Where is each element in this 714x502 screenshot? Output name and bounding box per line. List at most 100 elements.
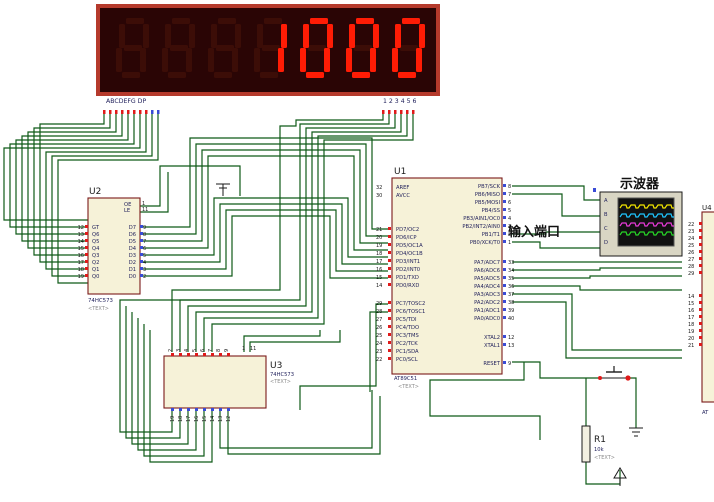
u1-left-pin-num: 18: [376, 251, 382, 257]
u3-bottom-pin-dot: [187, 408, 190, 411]
u1-right-pin-label: RESET: [483, 361, 500, 367]
oscilloscope-traces: [619, 204, 674, 236]
u2-left-pin-num: 12: [78, 225, 84, 231]
u1-right-pin-dot: [503, 200, 506, 203]
u2-left-pin-dot: [85, 253, 88, 256]
u3-top-pin-dot: [179, 353, 182, 356]
u4-sub: AT: [702, 410, 709, 416]
u2-left-pin-num: 17: [78, 260, 84, 266]
u1-right-pin-dot: [503, 361, 506, 364]
u1-left-pin-label: PC5/TDI: [396, 317, 417, 323]
u1-left-pin-num: 28: [376, 309, 382, 315]
u1-left-pin-label: PD7/OC2: [396, 227, 419, 233]
segment-g: [216, 45, 234, 51]
u4-pin-num-a: 25: [688, 243, 694, 249]
wires: [3, 114, 682, 485]
u1-right-pin-num: 9: [508, 361, 511, 367]
u2-right-pin-dot: [140, 260, 143, 263]
u1-right-pin-num: 33: [508, 260, 514, 266]
u1-sub: <TEXT>: [398, 384, 419, 390]
u1-right-pin-num: 39: [508, 308, 514, 314]
u2-right-pin-dot: [140, 232, 143, 235]
segment-a: [218, 18, 236, 24]
u3-bottom-pin-dot: [227, 408, 230, 411]
r1-body: [581, 425, 591, 463]
segment-b: [281, 24, 287, 48]
u1-right-pin-label: PA7/ADC7: [474, 260, 500, 266]
u2-right-pin-label: D0: [129, 274, 136, 280]
u1-left-pin-dot: [388, 235, 391, 238]
u1-left-pin-dot: [388, 283, 391, 286]
u1-right-pin-dot: [503, 308, 506, 311]
seven-segment-display[interactable]: ABCDEFG DP 1 2 3 4 5 6: [96, 4, 440, 114]
u1-right-pin-num: 35: [508, 276, 514, 282]
u4-pin-num-a: 23: [688, 229, 694, 235]
segment-d: [260, 72, 278, 78]
u1-ref: U1: [394, 167, 406, 177]
u3-top-pin-dot: [227, 353, 230, 356]
segment-e: [116, 48, 122, 72]
u2-left-pin-dot: [85, 232, 88, 235]
display-segment-pins: [103, 110, 160, 114]
u1-right-pin-num: 38: [508, 300, 514, 306]
u1-right-pin-dot: [503, 260, 506, 263]
u4-pin-num-a: 24: [688, 236, 694, 242]
u1-right-pin-dot: [503, 268, 506, 271]
u1-right-pin-label: XTAL2: [484, 335, 500, 341]
power-terminal: [216, 183, 230, 196]
resistor-r1[interactable]: R1 10k <TEXT>: [581, 425, 615, 463]
u3-top-pin-dot: [211, 353, 214, 356]
u1-left-pin-label: PC1/SDA: [396, 349, 419, 355]
segment-g: [262, 45, 280, 51]
u1-left-pin-num: 21: [376, 227, 382, 233]
u4-pin-dot-b: [699, 329, 702, 332]
u1-left-pin-dot: [388, 267, 391, 270]
display-digit-3: [254, 18, 287, 78]
oscilloscope[interactable]: 示波器 ABCD: [593, 176, 683, 257]
r1-value: 10k: [594, 447, 604, 453]
u1-left-pin-num: 22: [376, 357, 382, 363]
u1-right-pin-label: PB1/T1: [482, 232, 500, 238]
segment-c: [186, 48, 192, 72]
u1-left-pin-label: PD1/TXD: [396, 275, 419, 281]
u3-bottom-pin-num: 18: [178, 416, 184, 422]
u1-right-pin-dot: [503, 216, 506, 219]
u2-right-pin-dot: [140, 274, 143, 277]
u2-chip[interactable]: U2 74HC573 <TEXT> OE LE 1 11 GT12Q613Q51…: [78, 187, 149, 312]
u1-right-pin-dot: [503, 192, 506, 195]
u1-left-pin-label: PC6/TOSC1: [396, 309, 425, 315]
display-digit-2: [208, 18, 241, 78]
u3-bottom-pin-num: 12: [226, 416, 232, 422]
u1-right-pin-label: XTAL1: [484, 343, 500, 349]
u1-right-pin-label: PA4/ADC4: [474, 284, 501, 290]
u3-bottom-pin-dot: [195, 408, 198, 411]
u1-right-pin-label: PA2/ADC2: [474, 300, 500, 306]
segment-e: [300, 48, 306, 72]
u2-ref: U2: [89, 187, 101, 197]
u3-bottom-pin-dot: [219, 408, 222, 411]
u4-pin-num-b: 21: [688, 343, 694, 349]
u2-num-top-1: 11: [142, 207, 148, 213]
reset-button[interactable]: [598, 366, 631, 381]
u3-top-pin-dot: [219, 353, 222, 356]
u1-right-pin-label: PB6/MISO: [475, 192, 500, 198]
segment-b: [235, 24, 241, 48]
u3-top-pin-dot: [187, 353, 190, 356]
u1-right-pin-label: PA0/ADC0: [474, 316, 500, 322]
u1-left-pin-num: 17: [376, 259, 382, 265]
u1-left-pin-dot: [388, 251, 391, 254]
u1-right-pin-label: PB3/AIN1/OC0: [463, 216, 500, 222]
u4-pin-num-b: 16: [688, 308, 694, 314]
u2-left-pin-dot: [85, 239, 88, 242]
segment-g: [170, 45, 188, 51]
u1-right-pin-num: 13: [508, 343, 514, 349]
u1-left-pin-dot: [388, 333, 391, 336]
u3-top-pin-num: 3: [176, 349, 182, 352]
u2-left-pin-dot: [85, 225, 88, 228]
u3-top-pin-dot: [195, 353, 198, 356]
